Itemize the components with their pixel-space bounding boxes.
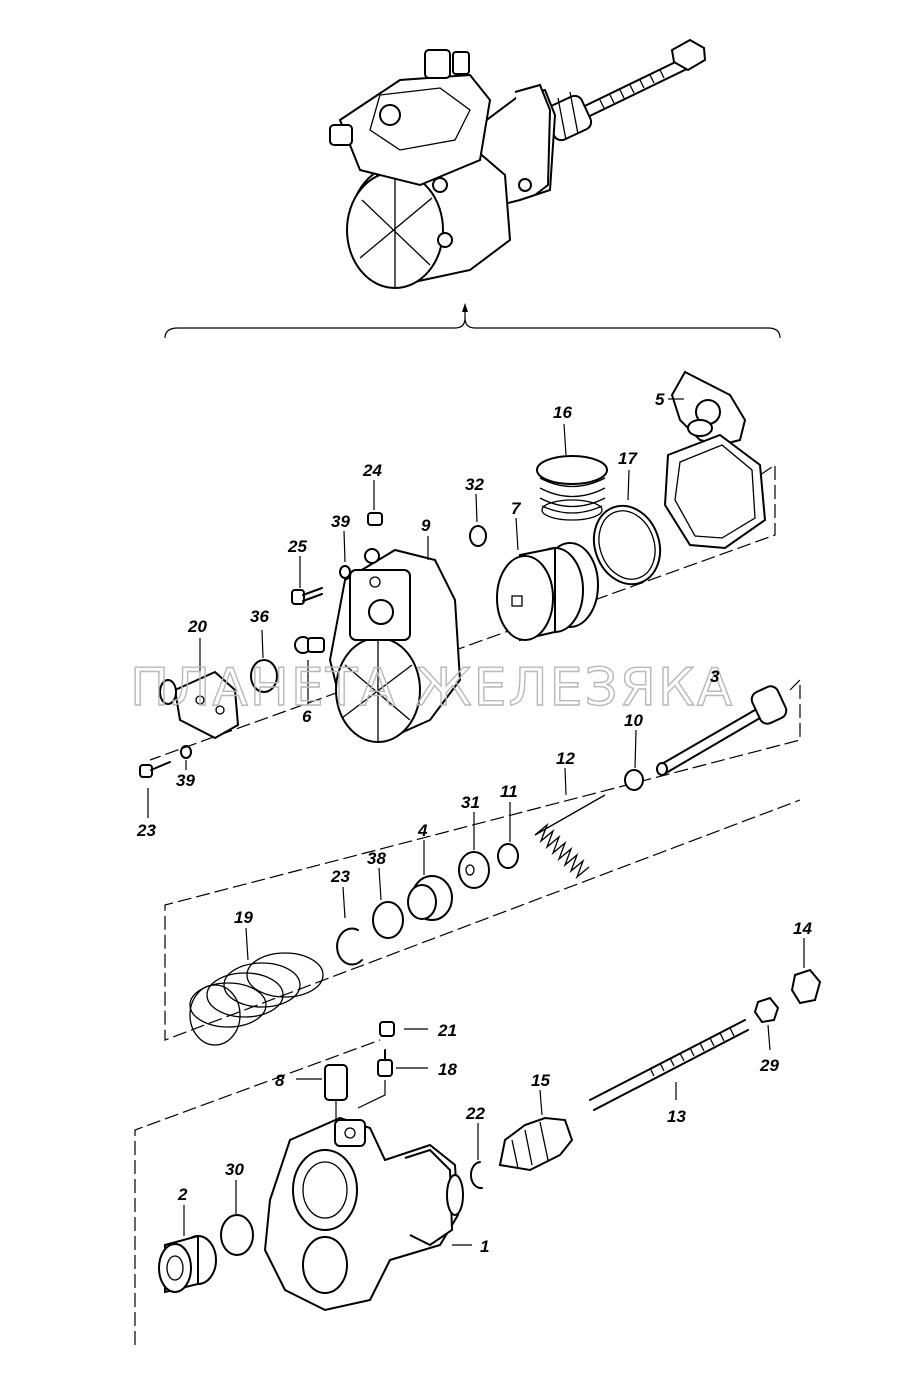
- assembly-bracket: [164, 303, 781, 339]
- callout-12: 12: [556, 749, 575, 768]
- assembled-unit: [329, 38, 707, 289]
- callout-17: 17: [618, 449, 638, 468]
- callout-38: 38: [367, 849, 386, 868]
- callout-14: 14: [793, 919, 812, 938]
- callout-9: 9: [421, 516, 431, 535]
- callout-25: 23: [136, 821, 156, 840]
- callout-6: 6: [302, 707, 312, 726]
- callout-4: 4: [417, 821, 428, 840]
- callout-19: 19: [234, 908, 253, 927]
- callout-13: 13: [667, 1107, 686, 1126]
- callout-31: 32: [465, 475, 484, 494]
- callout-24: 24: [362, 461, 382, 480]
- callout-23: 23: [330, 867, 350, 886]
- callout-32: 31: [461, 793, 480, 812]
- callout-labels: 5 16 17 32 7 24 39 9 25 36 20 6 3 39 23 …: [136, 390, 812, 1256]
- callout-5: 5: [655, 390, 665, 409]
- callout-11: 11: [500, 782, 518, 801]
- callout-21: 21: [437, 1021, 457, 1040]
- callout-3: 3: [710, 667, 720, 686]
- watermark: ПЛАНЕТА ЖЕЛЕЗЯКА: [130, 658, 734, 718]
- callout-8: 8: [275, 1071, 285, 1090]
- callout-7: 7: [511, 499, 522, 518]
- callout-18: 18: [438, 1060, 457, 1079]
- callout-1: 1: [480, 1237, 489, 1256]
- callout-30: 30: [225, 1160, 244, 1179]
- group-frames: [134, 463, 801, 1345]
- leader-lines: [147, 398, 805, 1246]
- callout-39-lower: 39: [176, 771, 195, 790]
- callout-39-upper: 39: [331, 512, 350, 531]
- exploded-parts: [139, 370, 822, 1312]
- callout-2: 2: [177, 1185, 188, 1204]
- callout-10: 10: [624, 711, 643, 730]
- callout-22: 22: [465, 1104, 485, 1123]
- callout-29: 29: [759, 1056, 779, 1075]
- callout-36: 36: [250, 607, 269, 626]
- callout-15: 15: [531, 1071, 550, 1090]
- callout-26: 25: [287, 537, 307, 556]
- callout-20: 20: [187, 617, 207, 636]
- callout-16: 16: [553, 403, 572, 422]
